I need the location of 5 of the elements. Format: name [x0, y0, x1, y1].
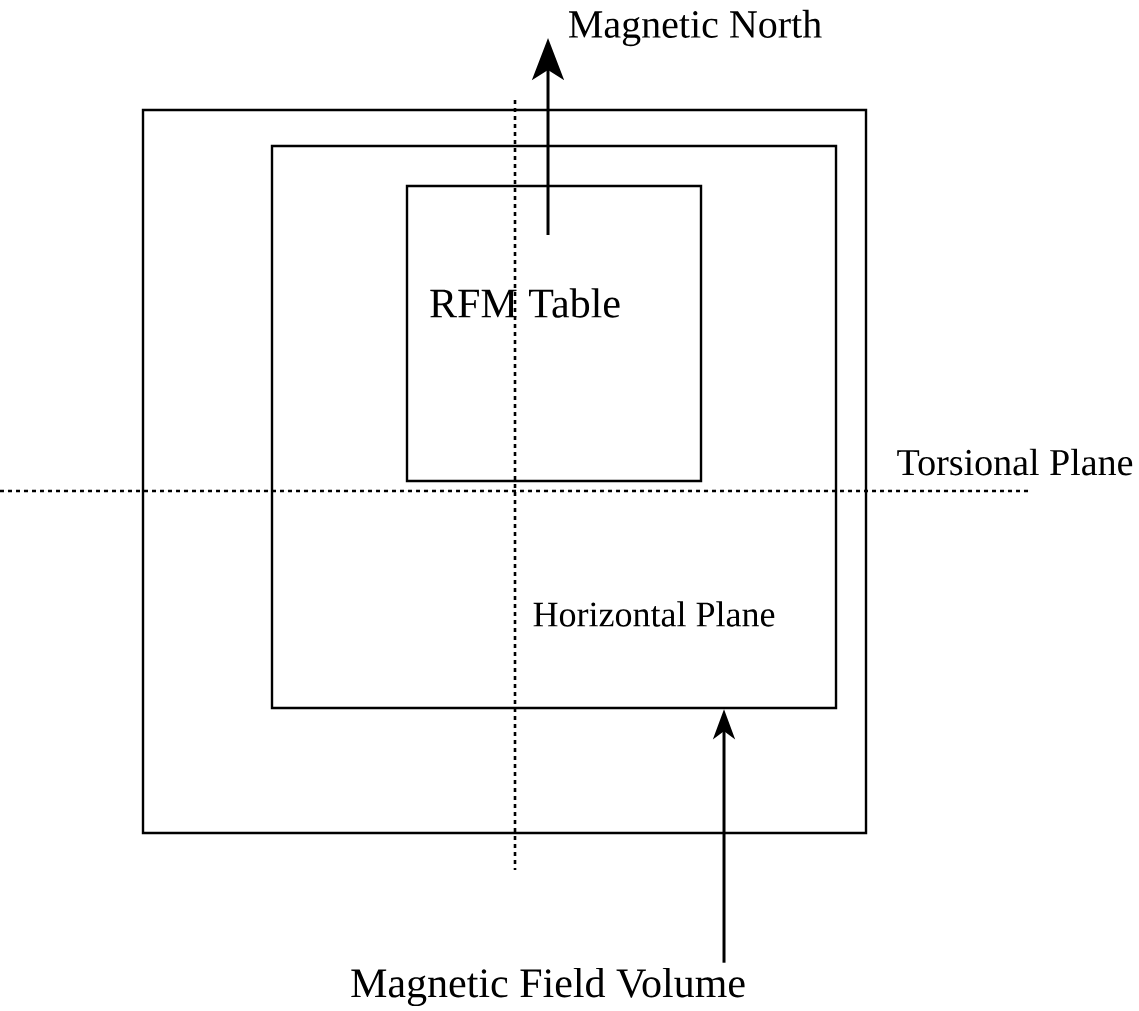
annotation-label: Torsional Plane	[897, 448, 1133, 476]
volume-box	[141, 108, 868, 835]
plane-box: RFM Table	[405, 184, 703, 483]
node-label: Magnetic Field Volume	[351, 967, 745, 1007]
annotation-label: Magnetic North	[569, 9, 822, 47]
